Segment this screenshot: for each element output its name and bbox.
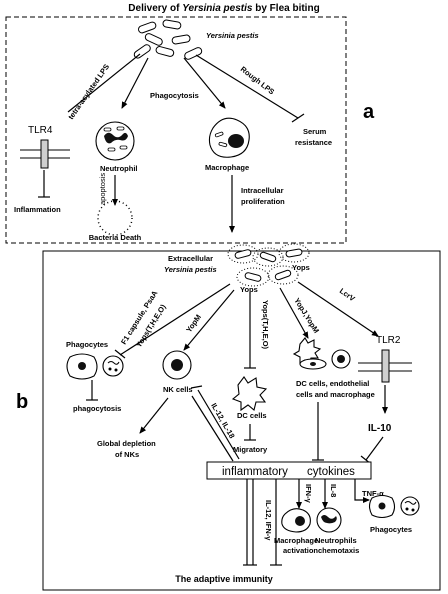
phagocytosis-b-label: phagocytosis (73, 404, 121, 413)
serum-label: Serum (303, 127, 327, 136)
of-nks-label: of NKs (115, 450, 139, 459)
phagocyte-cells-icon (66, 353, 124, 380)
panel-b-frame (42, 250, 441, 591)
proliferation-label: proliferation (241, 197, 285, 206)
phagocytes-bottom-label: Phagocytes (370, 525, 412, 534)
activation-label: activation (283, 546, 318, 555)
phagocytosis-label: Phagocytosis (150, 91, 199, 100)
diagram-title: Delivery of Yersinia pestis by Flea biti… (128, 3, 319, 14)
macrophage-activation-label: Macrophage (274, 536, 318, 545)
dc-cells-label: DC cells (237, 411, 267, 420)
yopj-yopm-label: YopJ,YopM (292, 296, 321, 334)
macrophage-label: Macrophage (205, 163, 249, 172)
neutrophils-label: Neutrophils (315, 536, 357, 545)
il10-label: IL-10 (368, 423, 392, 434)
yersinia-label: Yersinia pestis (206, 31, 259, 40)
inflammation-label: Inflammation (14, 205, 61, 214)
macrophage-icon (208, 117, 250, 158)
tlr2-receptor-icon (358, 349, 412, 383)
ifn-gamma-label: IFN-γ (304, 484, 313, 504)
panel-b-letter: b (16, 391, 28, 413)
dc-cell-icon (231, 376, 268, 412)
bacteria-death-icon (97, 200, 133, 236)
extracellular-label: Extracellular (168, 254, 213, 263)
tlr2-label: TLR2 (376, 335, 401, 346)
cells-macrophage-label: cells and macrophage (296, 390, 375, 399)
nk-cells-label: NK cells (163, 385, 193, 394)
tlr4-receptor-icon (20, 139, 70, 169)
extracellular-bacteria-icon (227, 243, 310, 287)
chemotaxis-label: chemotaxis (318, 546, 359, 555)
il12-il18-label: IL-12, IL-18 (209, 402, 236, 440)
bacteria-cluster-icon (133, 19, 203, 60)
migratory-label: Migratory (233, 445, 268, 454)
neutrophil-icon (95, 121, 135, 161)
intracellular-label: Intracellular (241, 186, 284, 195)
yops-label-right: Yops (292, 263, 310, 272)
cytokines-label: cytokines (307, 466, 355, 478)
tetra-lps-label: tetra-acylated LPS (66, 62, 111, 121)
apoptosis-label: apoptosis (98, 173, 107, 205)
adaptive-immunity-label: The adaptive immunity (175, 574, 273, 584)
il8-label: IL-8 (329, 484, 338, 497)
global-depletion-label: Global depletion (97, 439, 156, 448)
activated-macrophage-icon (281, 508, 311, 533)
panel-a-letter: a (363, 101, 375, 123)
lcrv-label: LcrV (338, 286, 357, 303)
phagocytes-bottom-icon (368, 494, 420, 519)
rough-lps-label: Rough LPS (239, 64, 276, 96)
phagocytes-label: Phagocytes (66, 340, 108, 349)
dc-endothelial-macrophage-icon (292, 337, 351, 370)
nk-cell-icon (162, 350, 192, 380)
tlr4-label: TLR4 (28, 125, 53, 136)
yops-label-bottom: Yops (240, 285, 258, 294)
neutrophil-label: Neutrophil (100, 164, 138, 173)
resistance-label: resistance (295, 138, 332, 147)
panel-a-frame (5, 16, 347, 244)
neutrophil-chemotaxis-icon (316, 507, 342, 533)
il12-ifn-label: IL-12, IFN-γ (264, 500, 273, 541)
bacteria-death-label: Bacteria Death (89, 233, 142, 242)
tnf-alpha-label: TNF-α (362, 489, 384, 498)
inflammatory-label: inflammatory (222, 466, 288, 478)
yops-theo-dc-label: Yops(T,H,E,O) (261, 300, 270, 350)
extracellular-species-label: Yersinia pestis (164, 265, 217, 274)
dc-endothelial-label: DC cells, endothelial (296, 379, 369, 388)
inflammatory-cytokines-box (206, 461, 372, 480)
